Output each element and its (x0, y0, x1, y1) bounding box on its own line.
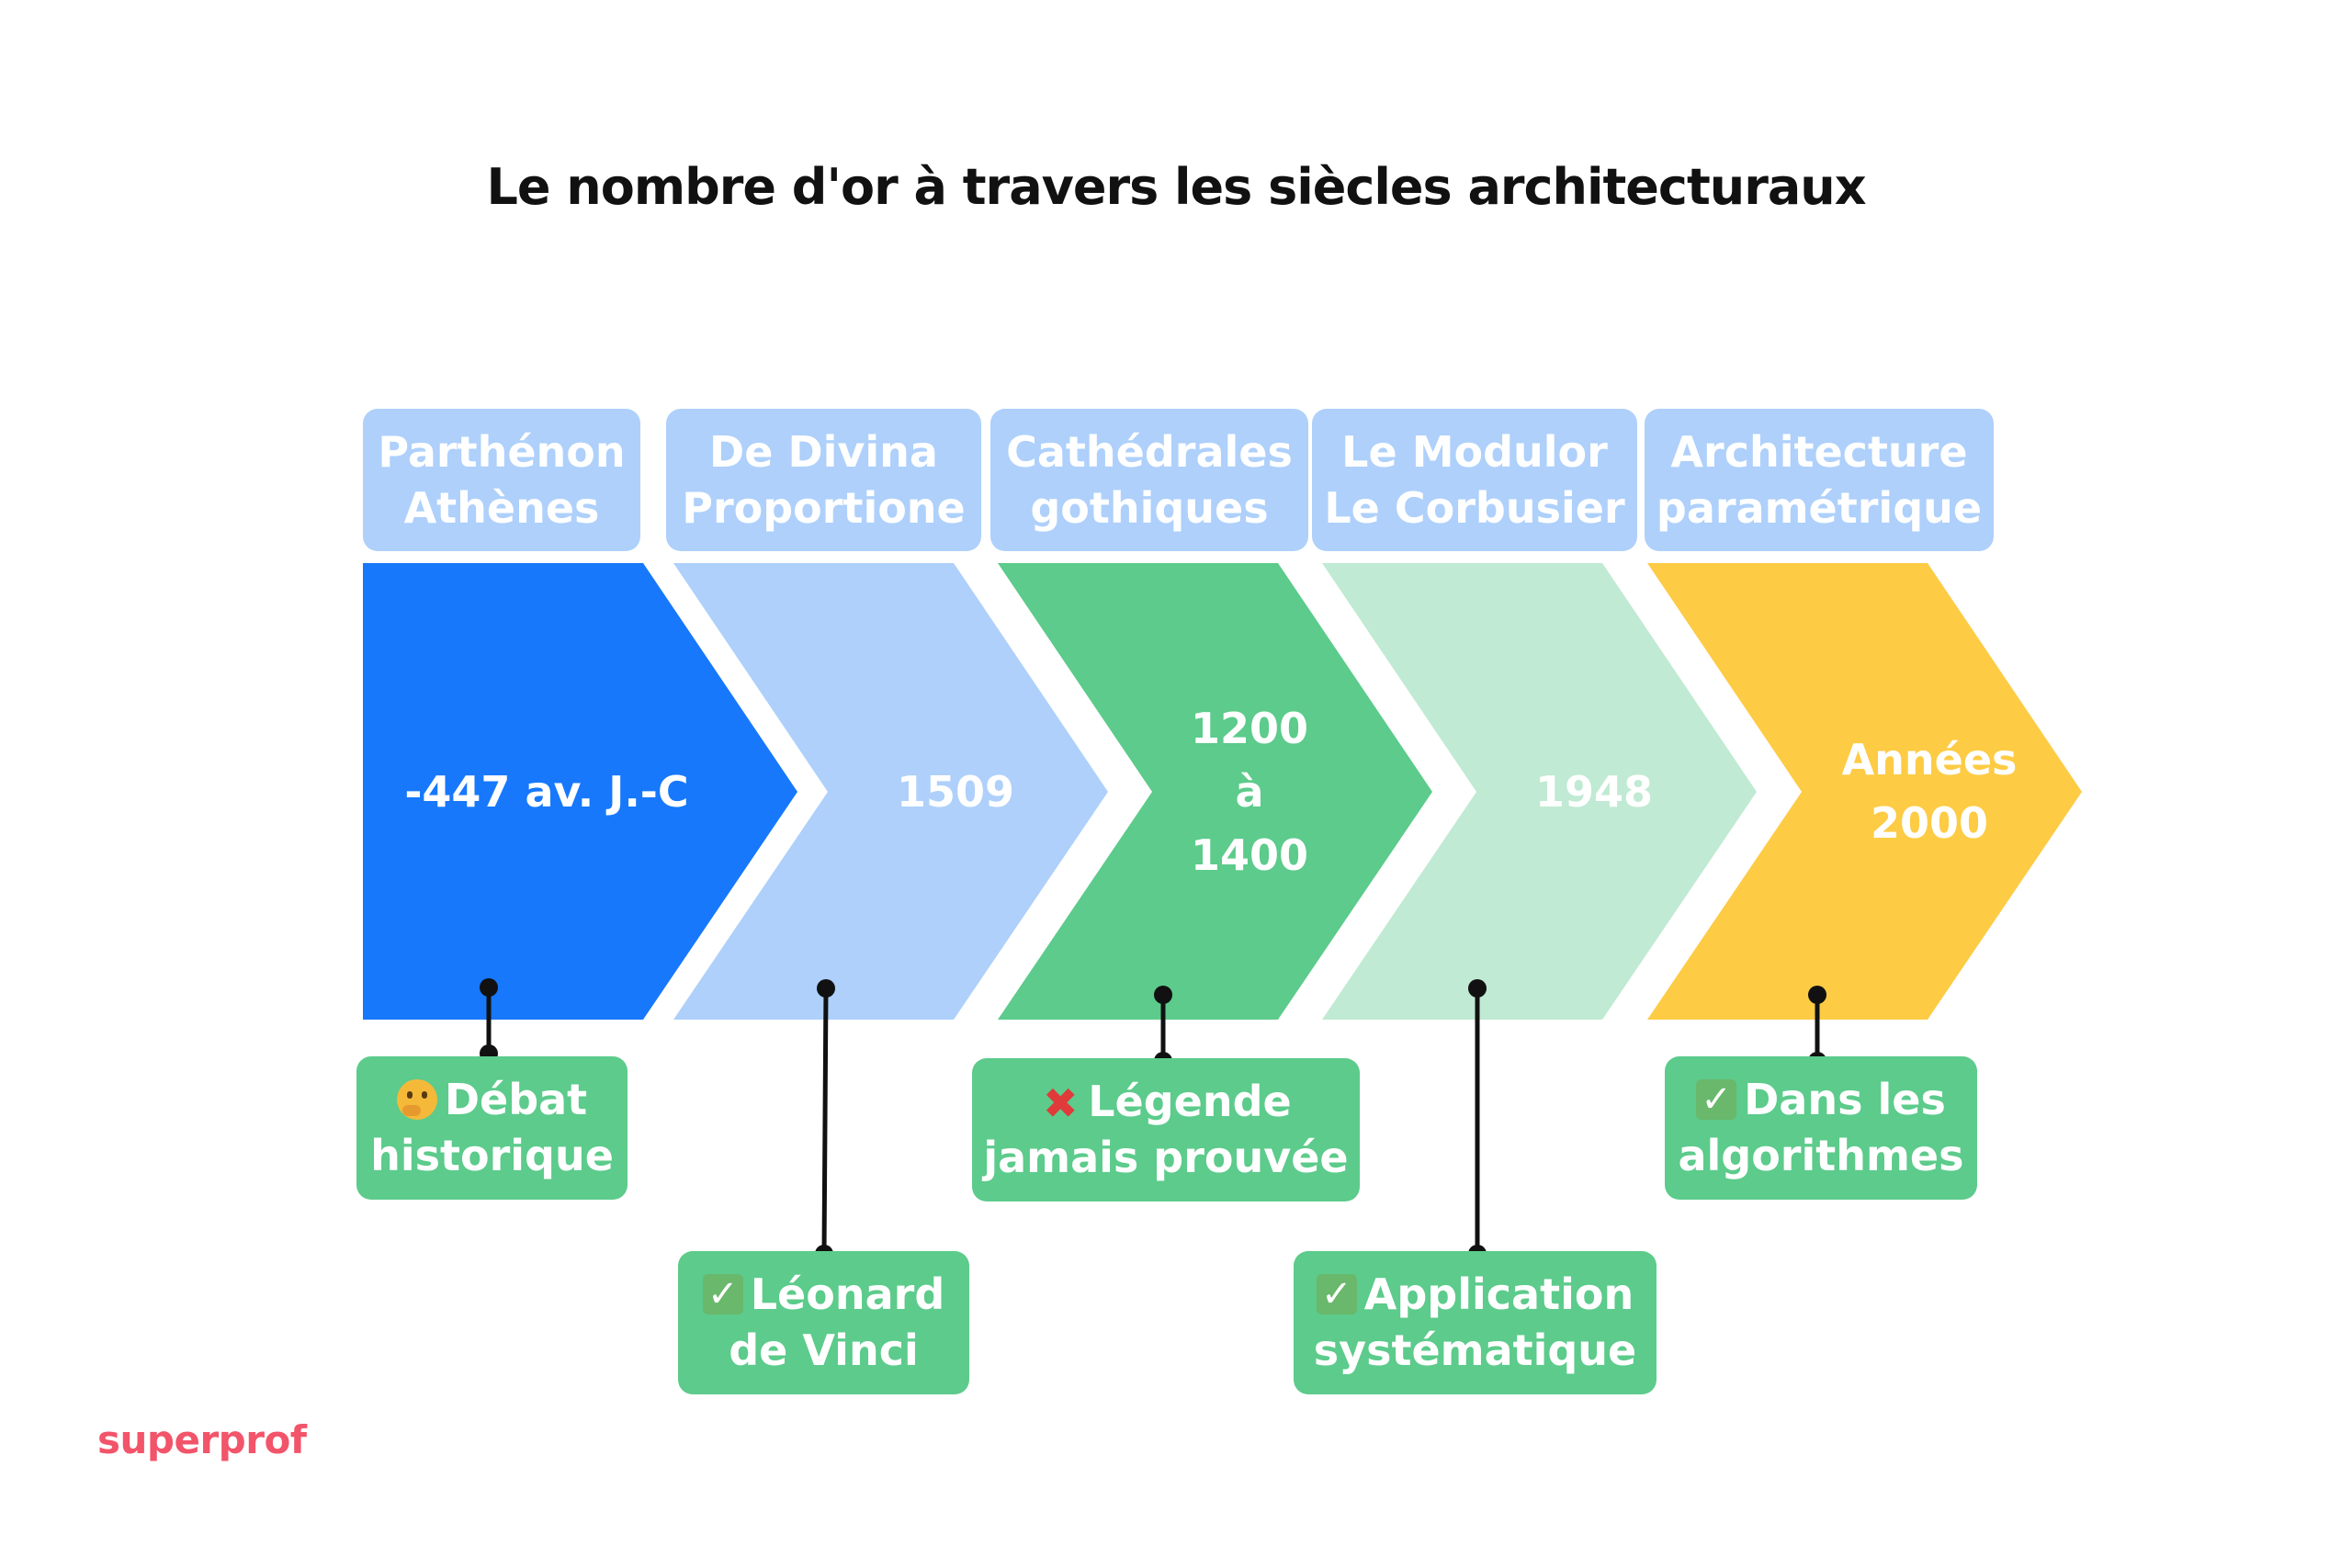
connector-step-2 (815, 979, 835, 1263)
timeline-step-3-arrow (998, 563, 1432, 1020)
step-3-note-text: Légende jamais prouvée (983, 1077, 1349, 1182)
check-mark-icon (702, 1270, 743, 1319)
timeline-step-5-arrow (1647, 563, 2082, 1020)
step-1-note: Débat historique (356, 1056, 628, 1200)
step-1-note-text: Débat historique (370, 1075, 614, 1180)
step-2-note: Léonard de Vinci (678, 1251, 969, 1394)
step-1-label: Parthénon Athènes (363, 409, 640, 551)
step-4-date: 1948 (1534, 766, 1654, 817)
step-1-label-text: Parthénon Athènes (378, 426, 626, 533)
timeline-step-4-arrow (1322, 563, 1757, 1020)
step-4-note-text: Application systématique (1313, 1269, 1637, 1375)
step-2-label-text: De Divina Proportione (682, 426, 966, 533)
step-1-date: -447 av. J.-C (404, 766, 689, 817)
step-3-label-text: Cathédrales gothiques (1006, 426, 1293, 533)
check-mark-icon (1696, 1076, 1737, 1124)
step-4-label: Le Modulor Le Corbusier (1312, 409, 1637, 551)
step-3-date: 1200 à 1400 (1190, 704, 1309, 880)
step-2-label: De Divina Proportione (666, 409, 981, 551)
connector-step-4 (1468, 979, 1487, 1263)
page-title: Le nombre d'or à travers les siècles arc… (486, 158, 1866, 216)
thinking-face-icon (396, 1079, 437, 1121)
step-2-date: 1509 (896, 766, 1015, 817)
timeline-step-1-arrow (363, 563, 797, 1020)
step-4-label-text: Le Modulor Le Corbusier (1324, 426, 1625, 533)
cross-mark-icon (1040, 1076, 1080, 1132)
check-mark-icon (1316, 1270, 1357, 1319)
step-5-label-text: Architecture paramétrique (1656, 426, 1983, 533)
step-5-note: Dans les algorithmes (1665, 1056, 1977, 1200)
step-3-label: Cathédrales gothiques (990, 409, 1308, 551)
step-5-date: Années 2000 (1841, 735, 2018, 848)
timeline-step-2-arrow (673, 563, 1108, 1020)
step-3-note: Légende jamais prouvée (972, 1058, 1360, 1201)
connector-step-1 (480, 978, 498, 1063)
step-5-label: Architecture paramétrique (1645, 409, 1994, 551)
step-2-note-text: Léonard de Vinci (729, 1269, 945, 1375)
brand-logo-text: superprof (97, 1417, 307, 1462)
step-5-note-text: Dans les algorithmes (1678, 1075, 1964, 1180)
step-4-note: Application systématique (1294, 1251, 1657, 1394)
